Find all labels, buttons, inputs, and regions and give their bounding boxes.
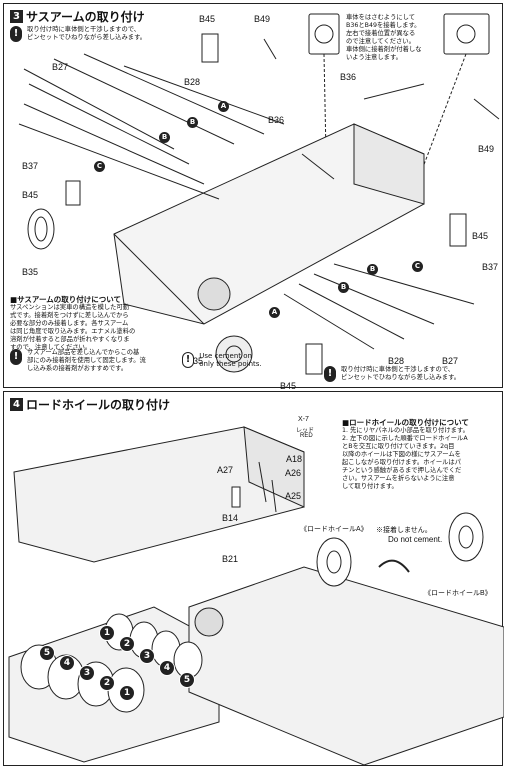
note-line: 以降のホイールは下図の様にサスアームを [342,451,461,458]
note-line: 式です。接着剤をつけずに差し込んでから [10,312,129,319]
step3-right-note: 車体をはさむようにして B36とB49を接着します。 左右で接着位置が異なる の… [344,12,434,64]
note-line: ので注意してください。 [346,38,415,45]
step3-illustration [18,13,500,375]
note-line: 車体側に接着剤が付着しな [346,46,422,53]
step3-header: 3 サスアームの取り付け [10,8,145,25]
note-line: only these points. [199,360,262,368]
step3-top-note-line: 取り付け時に車体側と干渉しますので、 [27,26,141,33]
note-line: Use cement on [199,352,252,360]
step4-panel: 4 ロードホイールの取り付け [3,391,504,766]
step4-header: 4 ロードホイールの取り付け [10,396,170,413]
marker-c: C [94,161,105,172]
label-red-jp: レッド [296,428,315,434]
label-a25: A25 [285,491,302,501]
cement-note: ! Use cement on only these points. [182,352,262,368]
label-wheel-a: 《ロードホイールA》 [300,526,368,533]
label-b36-mid: B36 [268,115,285,125]
caution-icon: ! [10,349,22,365]
label-a27: A27 [217,465,234,475]
note-line: 起こしながら取り付けます。ホイールはパ [342,459,462,466]
label-wheel-b: 《ロードホイールB》 [424,590,492,597]
susp-heading: ■サスアームの取り付けについて [10,295,122,304]
label-b49-right: B49 [478,144,495,154]
note-line: さい。サスアームを折らないように注意 [342,475,455,482]
bottom-note: ! サスアーム部品を差し込んでからこの基 部にのみ接着剤を使用して固定します。流… [10,349,175,373]
note-line: サスペンションは実車の構造を模した可動 [10,304,130,311]
step3-title: サスアームの取り付け [26,10,145,24]
seq-number: 2 [119,636,135,652]
label-x7: X-7 [298,416,309,423]
note-line: 取り付け時に車体側と干渉しますので、 [341,366,455,373]
marker-b: B [187,117,198,128]
note-line: いよう注意します。 [346,54,402,61]
note-line: サスアーム部品を差し込んでからこの基 [27,349,140,356]
seq-number: 5 [39,645,55,661]
caution-icon: ! [10,26,22,42]
note-line: ピンセットでひねりながら差し込みます。 [341,374,461,381]
seq-number: 4 [159,660,175,676]
seq-number: 1 [99,625,115,641]
note-line: 溶剤が付着すると部品が折れやすくなりま [10,336,130,343]
note-line: とBを交互に取り付けていきます。2q目 [342,443,455,450]
step4-number: 4 [10,398,23,411]
seq-number: 5 [179,672,195,688]
marker-b: B [159,132,170,143]
no-cement-jp: ※接着しません。 [376,527,432,534]
label-b37-left: B37 [22,161,39,171]
note-line: は同じ角度で取り込みます。エナメル塗料の [10,328,136,335]
label-b28-bottom: B28 [388,356,405,366]
label-a18: A18 [286,454,303,464]
note-line: 左右で接着位置が異なる [346,30,416,37]
seq-number: 3 [139,648,155,664]
note-line: 1. 先にリヤパネルの小部品を取り付けます。 [342,427,469,434]
note-line: 部にのみ接着剤を使用して固定します。流 [27,357,146,364]
label-a26: A26 [285,468,302,478]
label-b36-right: B36 [340,72,357,82]
seq-number: 3 [79,665,95,681]
note-line: チンという感触があるまで押し込んでくだ [342,467,462,474]
label-red: RED [300,433,313,439]
marker-a: A [218,101,229,112]
label-b45-right: B45 [472,231,489,241]
roadwheel-note-heading: ■ロードホイールの取り付けについて [342,418,469,427]
label-b35-bottom: B35 [187,356,204,366]
roadwheel-note: ■ロードホイールの取り付けについて 1. 先にリヤパネルの小部品を取り付けます。… [342,419,497,491]
label-b37-right: B37 [482,262,499,272]
label-b27-bottom: B27 [442,356,459,366]
label-b45-top: B45 [199,14,216,24]
label-b14: B14 [222,513,239,523]
bottom-right-note: ! 取り付け時に車体側と干渉しますので、 ピンセットでひねりながら差し込みます。 [324,366,496,382]
note-line: して取り付けます。 [342,483,398,490]
seq-number: 2 [99,675,115,691]
label-b27-left: B27 [52,62,69,72]
no-cement: Do not cement. [388,535,443,544]
label-b21: B21 [222,554,239,564]
step3-top-note: ! 取り付け時に車体側と干渉しますので、 ピンセットでひねりながら差し込みます。 [10,26,170,42]
marker-c: C [412,261,423,272]
note-line: B36とB49を接着します。 [346,22,421,29]
seq-number: 4 [59,655,75,671]
step3-panel: 3 サスアームの取り付け ! 取り付け時に車体側と干渉しますので、 ピンセットで… [3,3,503,391]
note-line: 2. 左下の図に示した順番でロードホイールA [342,435,468,442]
note-line: 車体をはさむようにして [346,14,416,21]
note-line: すので、注意してください。 [10,344,92,351]
cement-icon: ! [182,352,194,368]
step3-top-note-line: ピンセットでひねりながら差し込みます。 [27,34,147,41]
susp-note: ■サスアームの取り付けについて サスペンションは実車の構造を模した可動 式です。… [10,296,170,352]
marker-b: B [338,282,349,293]
marker-b: B [367,264,378,275]
label-b49-top: B49 [254,14,271,24]
step4-title: ロードホイールの取り付け [26,398,171,412]
step3-number: 3 [10,10,23,23]
seq-number: 1 [119,685,135,701]
note-line: し込み系の接着剤がおすすめです。 [27,365,128,372]
marker-a: A [269,307,280,318]
label-b28-left: B28 [184,77,201,87]
label-b45-bottom: B45 [280,381,297,391]
caution-icon: ! [324,366,336,382]
label-b45-left: B45 [22,190,39,200]
note-line: 必要な部分のみ接着します。各サスアーム [10,320,129,327]
label-b35-left: B35 [22,267,39,277]
